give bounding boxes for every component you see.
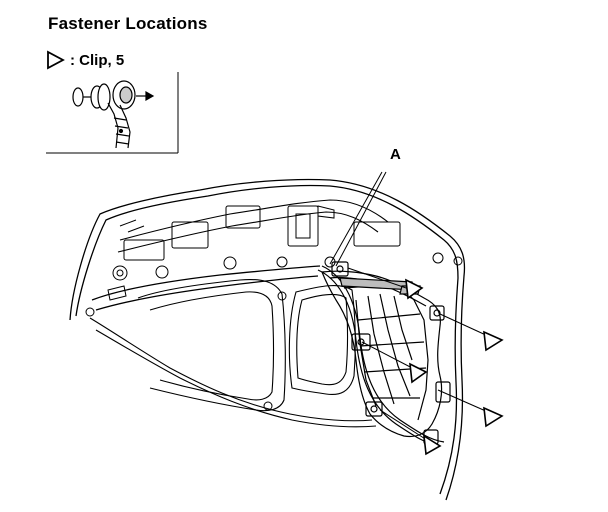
hood-seal-panel	[317, 261, 451, 447]
clip-detail-inset	[46, 72, 179, 154]
clip-marker-3-icon	[409, 362, 428, 384]
diagram-title: Fastener Locations	[48, 14, 208, 33]
clip-marker-1-icon	[405, 278, 424, 300]
callout-a-label: A	[390, 146, 401, 163]
hood-features	[85, 205, 463, 411]
callout-a-leader	[329, 171, 387, 267]
clip-marker-5-icon	[423, 434, 442, 456]
clip-leaders	[347, 267, 489, 443]
clip-detail-icon	[72, 80, 155, 149]
legend-separator: :	[70, 51, 75, 69]
clip-marker-2-icon	[483, 330, 504, 352]
triangle-clip-icon	[47, 50, 65, 70]
legend-label: Clip, 5	[79, 51, 125, 69]
clip-marker-icon	[405, 278, 504, 456]
hood-inner-frame	[89, 199, 389, 428]
clip-marker-4-icon	[483, 406, 504, 428]
legend: : Clip, 5	[46, 50, 124, 70]
